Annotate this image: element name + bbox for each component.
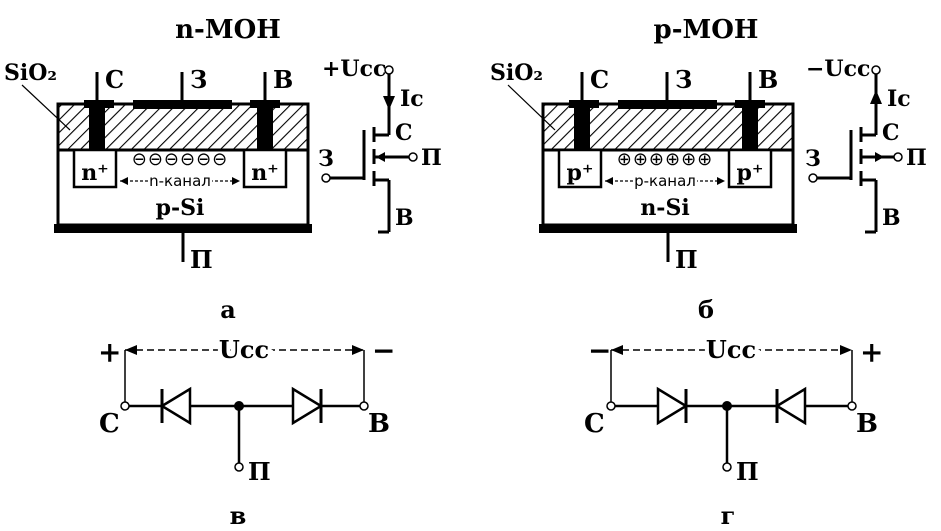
source-region-label: n⁺ — [81, 160, 109, 186]
source-region — [72, 148, 118, 189]
minus-sign: − — [372, 334, 395, 367]
drain-region-label: n⁺ — [251, 160, 279, 186]
symbol-gate-label: З — [805, 146, 821, 172]
source-region-label: p⁺ — [567, 160, 594, 186]
panel-b: p-МОН SiO₂ П p⁺ p⁺ ⊕⊕⊕⊕⊕⊕ p-канал n-Si С… — [490, 15, 927, 324]
diode-left — [656, 386, 689, 426]
nmos-symbol: +Uсс Iс С З П В — [318, 56, 442, 234]
oxide-label: SiO₂ — [4, 60, 57, 86]
supply-label: −Uсс — [806, 56, 870, 82]
gate-terminal-label: З — [190, 65, 207, 94]
drain-plug — [742, 104, 758, 150]
oxide-label: SiO₂ — [490, 60, 543, 86]
pmos-symbol: −Uсс Iс С З П В — [805, 56, 927, 234]
bulk-contact-plate — [54, 224, 312, 233]
symbol-source-label: В — [882, 205, 901, 231]
right-label: В — [856, 409, 878, 439]
voltage-label: Uсс — [706, 335, 756, 364]
plus-sign: + — [98, 336, 121, 369]
substrate-label: p-Si — [156, 195, 205, 221]
gate-terminal-label: З — [675, 65, 692, 94]
panel-d-caption: г — [721, 501, 736, 530]
bulk-label: П — [190, 245, 213, 274]
left-label: С — [584, 409, 605, 439]
mid-label: П — [248, 457, 271, 486]
channel-label: p-канал — [634, 172, 696, 190]
current-label: Iс — [887, 86, 911, 112]
source-terminal-label: С — [590, 65, 609, 94]
panel-b-title: p-МОН — [654, 15, 759, 45]
right-label: В — [368, 409, 390, 439]
channel-charges: ⊖⊖⊖⊖⊖⊖ — [132, 149, 229, 170]
supply-label: +Uсс — [322, 56, 386, 82]
gate-electrode — [618, 100, 717, 109]
symbol-drain-label: С — [882, 120, 900, 146]
source-terminal-label: С — [105, 65, 124, 94]
symbol-bulk-label: П — [421, 145, 442, 171]
current-label: Iс — [400, 86, 424, 112]
channel-label: n-канал — [149, 172, 211, 190]
channel-charges: ⊕⊕⊕⊕⊕⊕ — [617, 149, 714, 170]
panel-a-title: n-МОН — [175, 15, 281, 45]
bulk-contact-plate — [539, 224, 797, 233]
panel-c: + − Uсс П С В в — [98, 331, 395, 530]
panel-d: − + Uсс П С В г — [584, 331, 883, 530]
left-label: С — [99, 409, 120, 439]
source-plug — [574, 104, 590, 150]
symbol-source-label: В — [395, 205, 414, 231]
gate-electrode — [133, 100, 232, 109]
current-arrow — [383, 96, 395, 110]
diode-left — [159, 386, 192, 426]
diode-right — [774, 386, 807, 426]
drain-terminal-label: В — [758, 65, 778, 94]
plus-sign: + — [860, 336, 883, 369]
mid-label: П — [736, 457, 759, 486]
bulk-label: П — [675, 245, 698, 274]
panel-c-caption: в — [230, 501, 247, 530]
drain-region-label: p⁺ — [737, 160, 764, 186]
substrate-label: n-Si — [640, 195, 689, 221]
diode-right — [291, 386, 324, 426]
symbol-bulk-label: П — [906, 145, 927, 171]
symbol-gate-label: З — [318, 146, 334, 172]
panel-b-caption: б — [698, 295, 714, 324]
symbol-drain-label: С — [395, 120, 413, 146]
panel-a: n-МОН SiO₂ П n⁺ n⁺ ⊖⊖⊖⊖⊖⊖ n-канал p-Si С… — [4, 15, 442, 324]
voltage-label: Uсс — [219, 335, 269, 364]
drain-plug — [257, 104, 273, 150]
minus-sign: − — [588, 334, 611, 367]
drain-region — [242, 148, 288, 189]
source-plug — [89, 104, 105, 150]
drain-terminal-label: В — [273, 65, 293, 94]
oxide-leader-line — [21, 84, 71, 131]
panel-a-caption: а — [220, 295, 236, 324]
current-arrow — [870, 90, 882, 104]
